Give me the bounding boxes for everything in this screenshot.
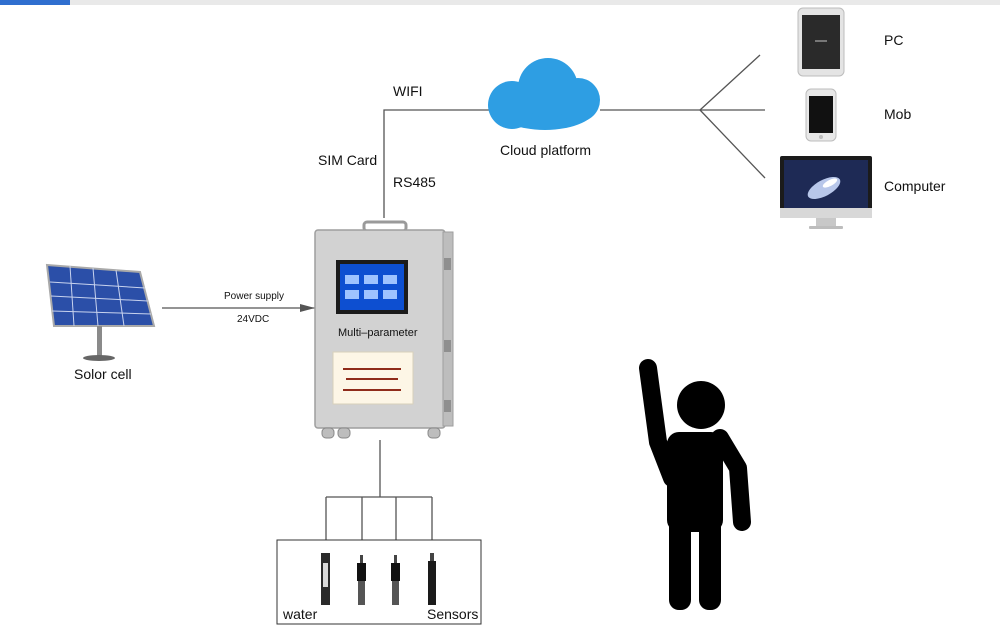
sensor-probe-icon	[357, 555, 366, 605]
wifi-label: WIFI	[393, 83, 423, 99]
sensor-probe-icon	[321, 553, 330, 605]
sensor-probe-icon	[391, 555, 400, 605]
computer-label: Computer	[884, 178, 946, 194]
arrow-head	[300, 304, 315, 312]
cloud-platform-label: Cloud platform	[500, 142, 592, 158]
device-name-label: Multi–parameter	[338, 327, 418, 339]
voltage-label: 24VDC	[237, 314, 270, 325]
monitor-icon	[780, 156, 872, 229]
sensor-probe-icon	[428, 553, 436, 605]
sim-card-label: SIM Card	[318, 152, 378, 168]
line-hub-to-pc	[699, 54, 761, 111]
cloud-icon	[488, 58, 600, 130]
power-supply-label: Power supply	[224, 291, 285, 302]
sensors-box	[276, 539, 482, 625]
connector-lines	[162, 54, 766, 540]
multi-parameter-cabinet	[314, 220, 454, 439]
line-device-to-cloud	[383, 109, 490, 218]
smartphone-icon	[805, 88, 837, 142]
line-hub-to-computer	[699, 109, 766, 179]
sensors-label: Sensors	[427, 606, 479, 622]
pc-label: PC	[884, 32, 904, 48]
solar-panel-icon	[45, 263, 156, 361]
rs485-label: RS485	[393, 174, 436, 190]
mob-label: Mob	[884, 106, 912, 122]
person-icon	[639, 359, 751, 610]
water-label: water	[283, 606, 318, 622]
solar-cell-label: Solor cell	[74, 366, 132, 382]
tablet-icon	[797, 7, 845, 77]
top-bar-accent	[0, 0, 70, 5]
top-bar	[0, 0, 1000, 5]
